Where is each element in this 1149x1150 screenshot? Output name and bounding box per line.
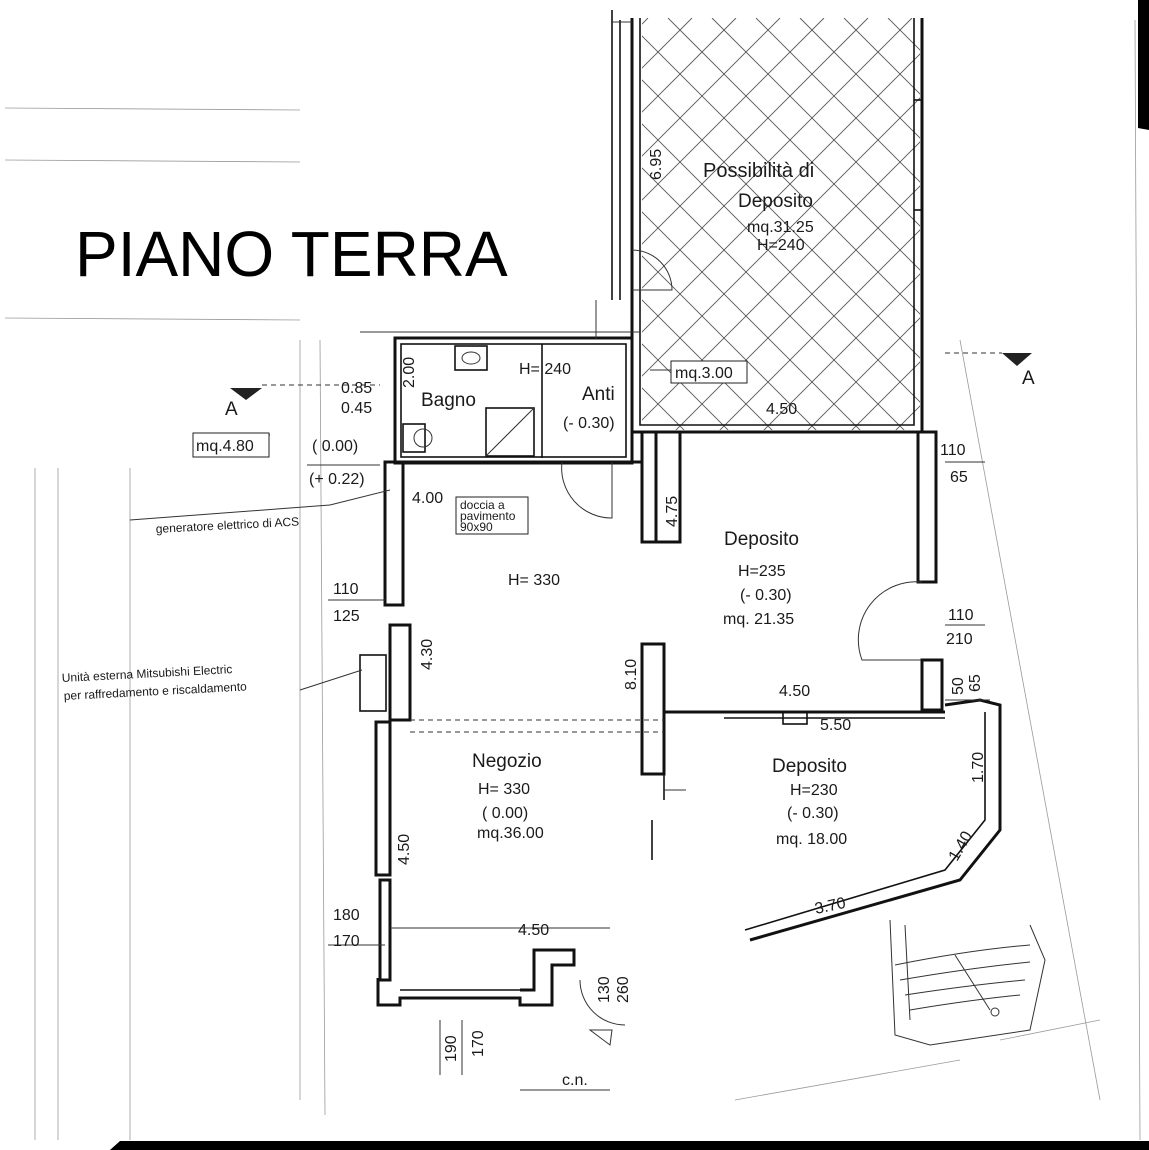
dim-190: 190 [443, 1035, 460, 1062]
level-000-label: ( 0.00) [312, 438, 358, 455]
shower-label-2: pavimento [460, 509, 516, 523]
dim-130: 130 [596, 976, 613, 1003]
dim-110-b: 110 [333, 581, 359, 598]
dim-170-r: 1.70 [970, 752, 987, 783]
hatch-line [843, 18, 920, 95]
deposito-mid-area: mq. 21.35 [723, 611, 794, 628]
dim-450-mid: 4.50 [779, 683, 810, 700]
negozio-level: ( 0.00) [482, 805, 528, 822]
shower-label-1: doccia a [460, 498, 505, 512]
dim-450-bottom: 4.50 [518, 922, 549, 939]
deposito-top-height: H=240 [757, 237, 805, 254]
hatch-line [799, 18, 920, 139]
deposito-mid-name: Deposito [724, 529, 799, 550]
deposito-mid-level: (- 0.30) [740, 587, 792, 604]
negozio-area: mq.36.00 [477, 825, 544, 842]
hatch-line [711, 18, 920, 227]
dim-695: 6.95 [648, 149, 665, 180]
hatch-line [976, 18, 1149, 438]
dim-110-a: 110 [940, 442, 966, 459]
dim-430: 4.30 [419, 639, 436, 670]
hatch-line [642, 97, 920, 377]
deposito-top-name: Deposito [738, 191, 813, 212]
dim-200: 2.00 [401, 357, 418, 388]
hatch-line [642, 18, 913, 289]
dim-550: 5.50 [820, 717, 851, 734]
section-mark-right: A [1022, 368, 1035, 389]
cn-label: c.n. [562, 1072, 588, 1089]
deposito-top-area: mq.31.25 [747, 219, 814, 236]
hatch-line [932, 18, 1149, 438]
deposito-low-height: H=230 [790, 782, 838, 799]
hatch-line [642, 255, 817, 430]
deposito-low-area: mq. 18.00 [776, 831, 847, 848]
dim-400: 4.00 [412, 490, 443, 507]
dim-65-b: 65 [967, 674, 984, 692]
hatch-line [642, 53, 920, 333]
hatch-line [976, 18, 1149, 438]
generator-label: generatore elettrico di ACS [155, 515, 299, 536]
dim-810: 8.10 [623, 659, 640, 690]
dim-210: 210 [946, 631, 973, 648]
dim-450-left: 4.50 [396, 834, 413, 865]
main-walls [129, 352, 1046, 1091]
deposito-low-name: Deposito [772, 756, 847, 777]
hatch-line [642, 18, 825, 201]
dim-045: 0.45 [341, 400, 372, 417]
hatch-line [887, 18, 920, 51]
scan-corner [1138, 0, 1149, 130]
hatch-line [851, 361, 920, 430]
anti-level: (- 0.30) [563, 415, 615, 432]
hatch-line [642, 343, 729, 430]
dim-450-top: 4.50 [766, 401, 797, 418]
hatch-line [719, 229, 920, 430]
hatch-line [642, 18, 737, 113]
deposito-mid-height: H=235 [738, 563, 786, 580]
anti-name: Anti [582, 384, 615, 405]
dim-170-l: 170 [333, 933, 360, 950]
plan-title: PIANO TERRA [75, 218, 508, 290]
section-mark-left: A [225, 399, 238, 420]
negozio-height: H= 330 [478, 781, 530, 798]
background-lines [4, 19, 1141, 1141]
hatch-line [807, 317, 920, 430]
dim-170-b: 170 [470, 1030, 487, 1057]
hatch-line [763, 273, 920, 430]
dim-140: 1.40 [946, 828, 976, 864]
dim-125: 125 [333, 608, 360, 625]
dim-110-c: 110 [948, 607, 974, 624]
dim-180: 180 [333, 907, 360, 924]
area-mq3-label: mq.3.00 [675, 365, 733, 382]
dim-370: 3.70 [813, 895, 847, 918]
dim-085: 0.85 [341, 380, 372, 397]
main-room-height: H= 330 [508, 572, 560, 589]
negozio-name: Negozio [472, 751, 542, 772]
shower-label-3: 90x90 [460, 520, 493, 534]
dimension-labels: 6.95 2.00 0.85 0.45 4.50 110 65 4.00 4.7… [333, 149, 987, 1062]
dim-50: 50 [950, 677, 967, 695]
hatch-line [755, 18, 920, 183]
hatch-line [642, 18, 869, 245]
hatch-line [932, 18, 1149, 438]
hatch-line [642, 18, 781, 157]
annotations: mq.4.80 mq.3.00 ( 0.00) (+ 0.22) generat… [61, 360, 1035, 1089]
hatch-line [895, 405, 920, 430]
anti-height: H= 240 [519, 361, 571, 378]
dim-260: 260 [615, 976, 632, 1003]
deposito-low-level: (- 0.30) [787, 805, 839, 822]
scan-bottom-edge [110, 1141, 1149, 1150]
possibility-label: Possibilità di [703, 160, 814, 182]
dim-475: 4.75 [664, 496, 681, 527]
hatch-line [1020, 18, 1149, 438]
bagno-name: Bagno [421, 390, 476, 411]
level-022-label: (+ 0.22) [309, 471, 365, 488]
hatch-line [1020, 18, 1149, 438]
dim-65-a: 65 [950, 469, 968, 486]
room-labels: Possibilità di Deposito mq.31.25 H=240 B… [421, 160, 847, 848]
area-small-label: mq.4.80 [196, 438, 254, 455]
